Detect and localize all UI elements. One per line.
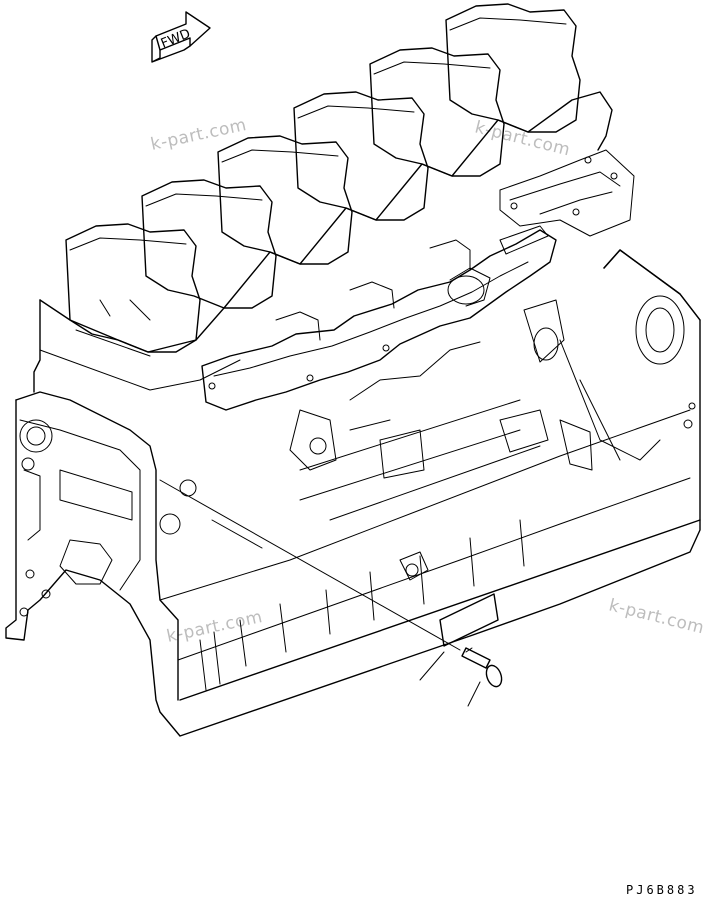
exhaust-manifold xyxy=(201,225,557,411)
rocker-cover xyxy=(141,179,277,309)
nameplate xyxy=(439,593,499,647)
leader-lines xyxy=(159,479,481,707)
drive-screw xyxy=(461,647,503,688)
watermark: k-part.com xyxy=(473,117,573,160)
rocker-cover xyxy=(217,135,353,265)
drawing-code: PJ6B883 xyxy=(626,883,698,897)
engine-block xyxy=(5,3,701,737)
rocker-cover xyxy=(369,47,505,177)
fwd-arrow-icon: FWD xyxy=(151,11,211,63)
rocker-cover xyxy=(65,223,201,353)
watermark: k-part.com xyxy=(149,115,249,155)
rocker-cover xyxy=(445,3,581,133)
rocker-cover xyxy=(293,91,429,221)
watermark: k-part.com xyxy=(607,595,707,638)
